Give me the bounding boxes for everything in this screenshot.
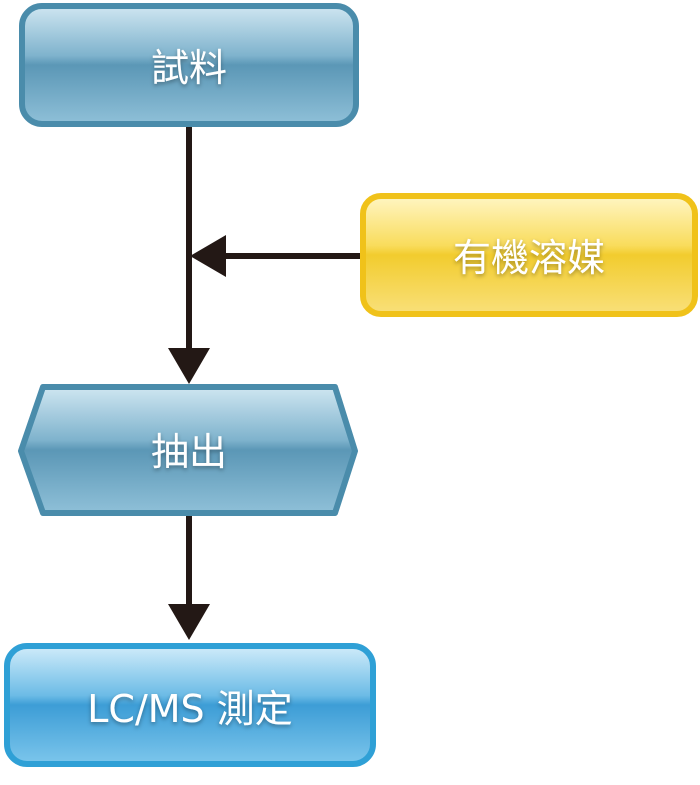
arrowhead-down-icon <box>168 604 210 640</box>
node-sample-label: 試料 <box>151 46 227 90</box>
node-sample: 試料 <box>19 3 359 127</box>
node-solvent-label: 有機溶媒 <box>453 236 605 280</box>
node-extraction-label: 抽出 <box>151 430 227 474</box>
arrowhead-left-icon <box>190 235 226 277</box>
node-solvent: 有機溶媒 <box>360 193 698 317</box>
node-measurement-label: LC/MS 測定 <box>87 687 293 731</box>
node-measurement: LC/MS 測定 <box>4 643 376 767</box>
arrowhead-down-icon <box>168 348 210 384</box>
node-extraction: 抽出 <box>18 384 358 516</box>
